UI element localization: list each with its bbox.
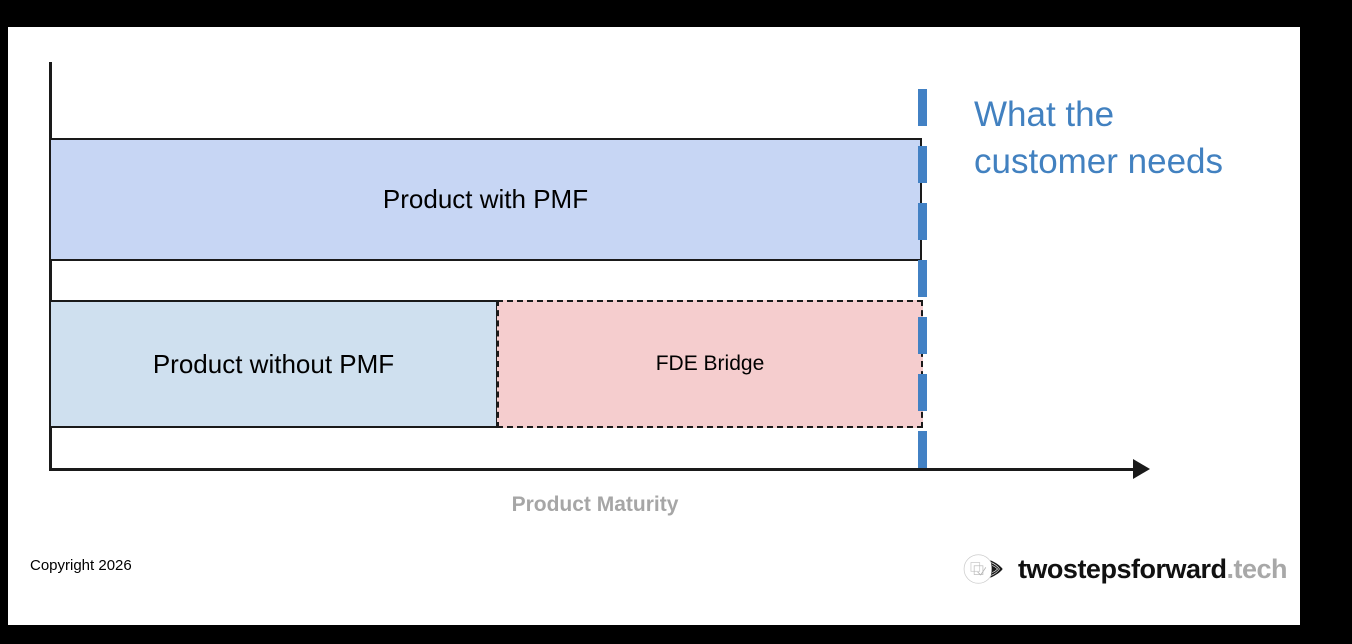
- bar-product-without-pmf[interactable]: Product without PMF: [49, 300, 498, 428]
- bar-label-fde-bridge: FDE Bridge: [655, 352, 765, 376]
- brand-logo: twostepsforward.tech: [959, 546, 1287, 592]
- bar-label-product-with-pmf: Product with PMF: [382, 184, 589, 215]
- copyright-text: Copyright 2026: [30, 557, 132, 574]
- lightbulb-icon: [963, 554, 1003, 584]
- brand-name: twostepsforward: [1017, 553, 1227, 584]
- customer-needs-annotation-line-2: customer needs: [974, 142, 1224, 181]
- x-axis-title: Product Maturity: [511, 493, 679, 516]
- slide-canvas: Product with PMF Product without PMF FDE…: [8, 27, 1300, 625]
- customer-needs-marker-line: [918, 89, 927, 479]
- y-axis-line: [49, 62, 52, 471]
- brand-wordmark: twostepsforward.tech: [1017, 553, 1288, 585]
- bar-fde-bridge[interactable]: FDE Bridge: [497, 300, 923, 428]
- customer-needs-annotation-line-1: What the: [974, 95, 1115, 134]
- customer-needs-annotation: What the customer needs: [974, 91, 1274, 185]
- bar-label-product-without-pmf: Product without PMF: [152, 348, 395, 379]
- brand-tld: .tech: [1226, 553, 1287, 584]
- bar-product-with-pmf[interactable]: Product with PMF: [49, 138, 922, 261]
- x-axis-arrowhead-icon: [1133, 459, 1150, 479]
- x-axis-line: [49, 468, 1141, 471]
